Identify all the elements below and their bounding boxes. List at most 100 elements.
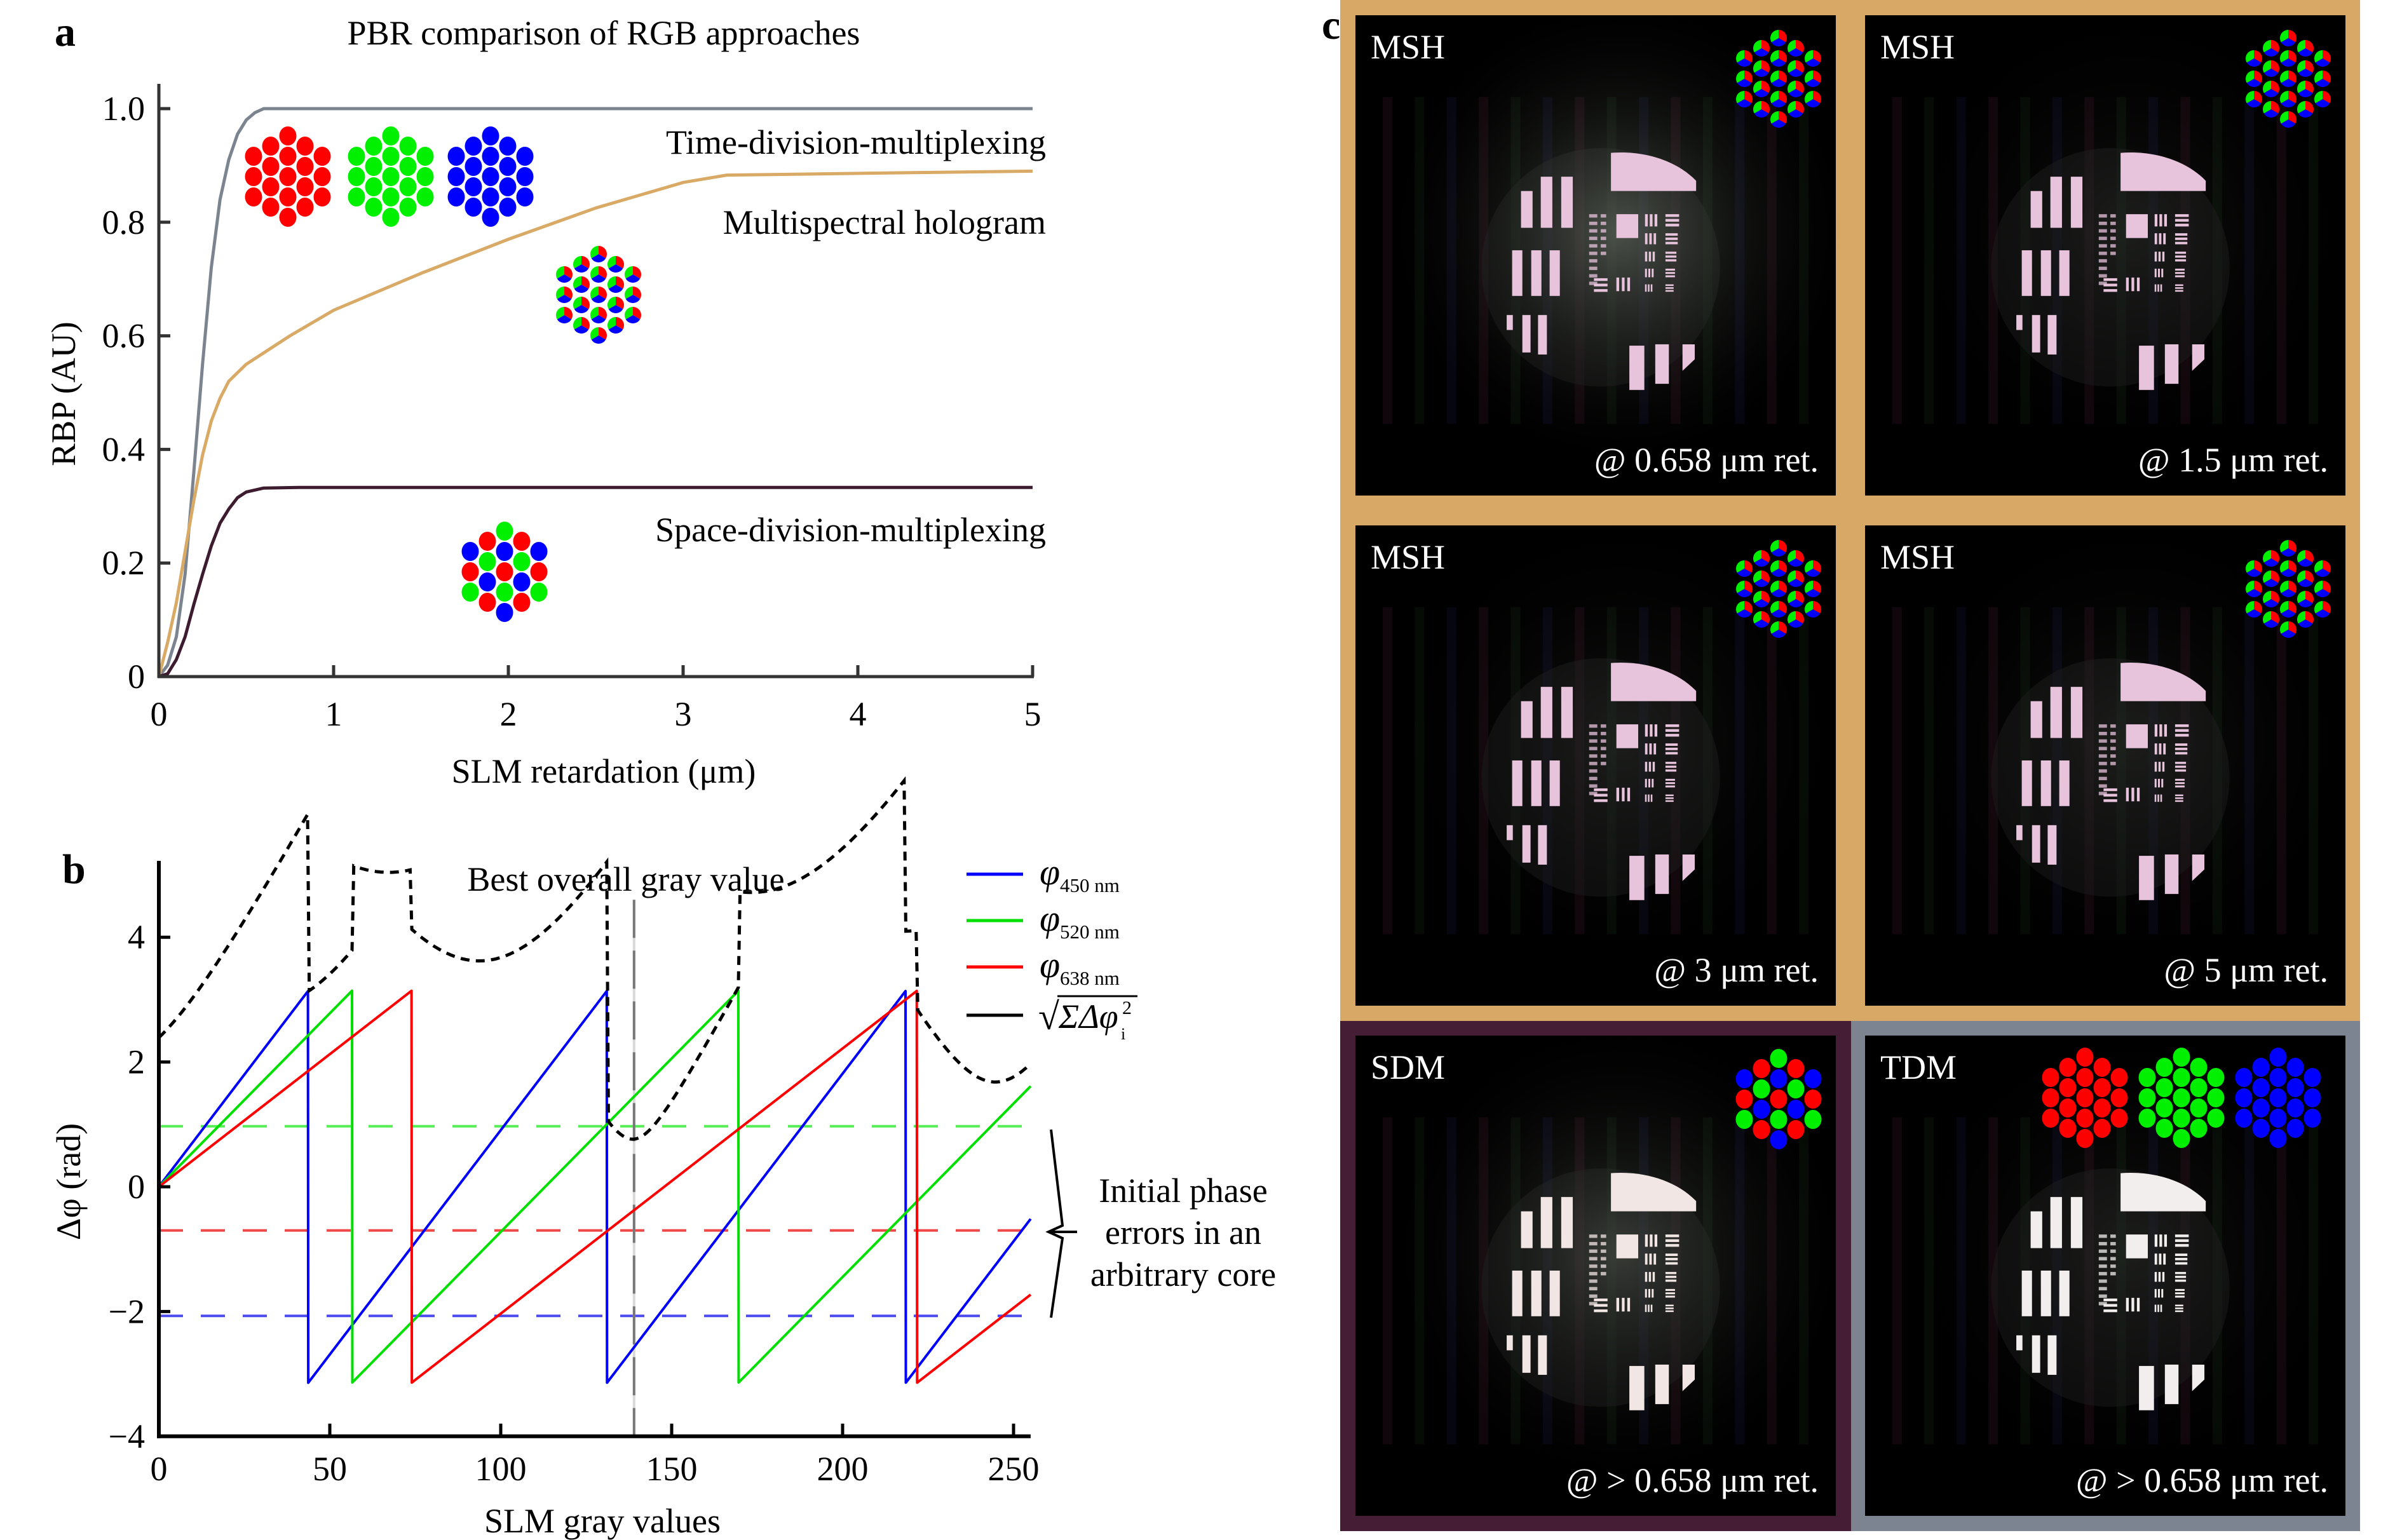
core-sector: [2271, 40, 2279, 53]
core-sector: [1779, 71, 1787, 83]
core-sector: [1805, 71, 1813, 83]
core-sector: [2254, 50, 2262, 63]
target-fine-line: [2098, 244, 2107, 248]
target-vline: [2131, 787, 2134, 802]
target-hline: [1665, 769, 1677, 772]
target-vline: [2157, 778, 2161, 788]
target-vline: [1649, 743, 1652, 755]
target-vline: [1645, 1272, 1648, 1282]
image-tile-msh-5: MSH @ 5 μm ret.: [1865, 525, 2345, 1006]
fiber-core: [2304, 1068, 2321, 1087]
core-sector: [608, 285, 623, 293]
target-vline: [1645, 1304, 1647, 1313]
core-sector: [591, 335, 606, 344]
target-vline: [1622, 1297, 1625, 1312]
target-vline: [2162, 762, 2165, 772]
usaf-target-image: [1355, 1036, 1836, 1516]
core-sector: [1736, 601, 1744, 614]
target-hline: [1594, 794, 1608, 797]
core-sector: [2315, 58, 2330, 67]
target-vline: [1650, 1304, 1653, 1313]
target-hline: [1665, 1262, 1678, 1265]
fiber-core: [1753, 1059, 1770, 1078]
target-bar: [1531, 760, 1542, 806]
target-fine-line: [1589, 1234, 1598, 1238]
core-sector: [1779, 30, 1787, 43]
fiber-core: [279, 208, 297, 227]
target-sector: [1611, 662, 1697, 701]
core-sector: [1779, 540, 1787, 553]
target-bar: [1629, 346, 1645, 390]
errors-annotation-line-1: Initial phase: [1099, 1172, 1267, 1210]
target-fine-line: [2110, 1257, 2116, 1260]
target-vline: [1627, 277, 1631, 292]
target-bar: [1522, 314, 1531, 353]
core-sector: [574, 264, 589, 273]
fiber-core: [2269, 1109, 2287, 1128]
target-bar: [1512, 250, 1523, 296]
target-vline: [1652, 252, 1655, 262]
target-hline: [2175, 275, 2185, 278]
core-sector: [1754, 619, 1769, 628]
core-sector: [2246, 91, 2254, 104]
target-fine-line: [1589, 244, 1598, 248]
core-sector: [2281, 609, 2296, 618]
core-sector: [2254, 601, 2262, 614]
target-fine-line: [1601, 214, 1606, 218]
target-vline: [1653, 743, 1657, 755]
y-tick-label: 0.8: [102, 203, 146, 241]
target-hline: [1594, 1298, 1608, 1302]
fiber-core: [516, 147, 534, 166]
core-sector: [2280, 560, 2288, 573]
core-sector: [2323, 560, 2331, 573]
fiber-core: [279, 147, 297, 166]
target-vline: [2159, 233, 2162, 245]
fiber-core: [2173, 1068, 2190, 1087]
target-vline: [2157, 794, 2159, 802]
core-sector: [1779, 560, 1787, 573]
target-fine-line: [2110, 229, 2116, 233]
target-hline: [1665, 1295, 1675, 1298]
y-tick-label: −4: [109, 1417, 145, 1456]
series-line-msh: [157, 169, 1033, 677]
target-hline: [1665, 219, 1679, 222]
target-vline: [2136, 277, 2140, 292]
fiber-core: [1804, 1069, 1822, 1088]
target-square: [1616, 214, 1639, 238]
target-vline: [1616, 1297, 1619, 1312]
fiber-core: [2235, 1109, 2253, 1128]
core-sector: [574, 285, 589, 293]
core-sector: [1805, 601, 1813, 614]
target-hline: [2175, 214, 2189, 217]
target-vline: [2154, 743, 2157, 755]
core-sector: [608, 305, 623, 313]
core-sector: [581, 256, 590, 269]
fiber-core: [1787, 1079, 1805, 1098]
target-bar: [2164, 1364, 2179, 1405]
core-sector: [2271, 101, 2279, 114]
target-vline: [2162, 1272, 2165, 1282]
target-vline: [2154, 1304, 2157, 1313]
core-sector: [2297, 81, 2305, 93]
core-sector: [2323, 581, 2331, 593]
usaf-target-image: [1865, 15, 2345, 496]
core-sector: [581, 297, 590, 309]
fiber-core: [2252, 1119, 2270, 1138]
core-sector: [1737, 609, 1752, 618]
target-fine-line: [2110, 236, 2116, 240]
target-hline: [1665, 272, 1675, 274]
target-hline: [2175, 1253, 2188, 1257]
fiber-core: [245, 167, 262, 186]
core-sector: [581, 276, 590, 289]
target-bar: [2070, 687, 2083, 738]
target-square: [1616, 1234, 1639, 1259]
fiber-core: [2269, 1068, 2287, 1087]
core-sector: [2271, 81, 2279, 93]
cores-cluster: [1735, 1049, 1822, 1149]
core-sector: [2288, 91, 2297, 104]
target-vline: [2154, 778, 2157, 788]
core-sector: [1805, 581, 1813, 593]
core-sector: [1744, 601, 1753, 614]
core-sector: [2246, 601, 2254, 614]
